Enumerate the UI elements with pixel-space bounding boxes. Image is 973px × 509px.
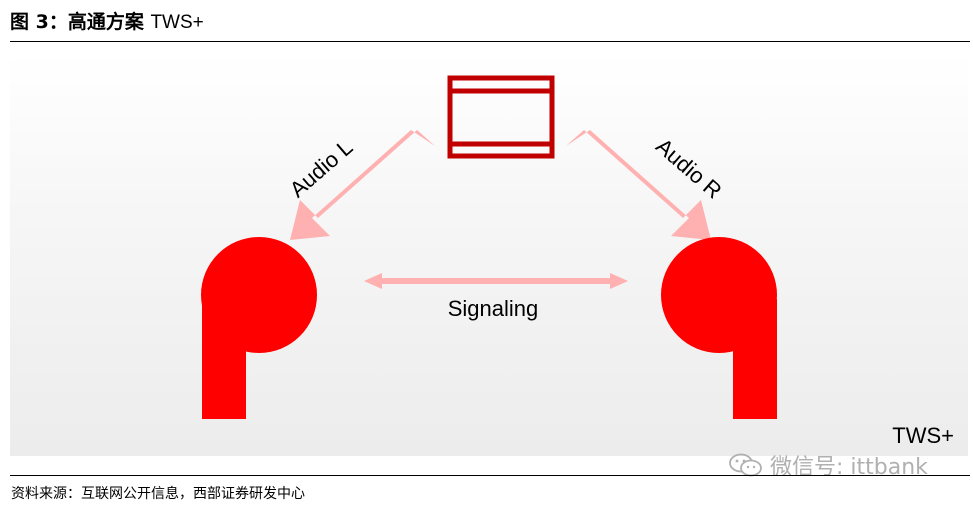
signaling-label: Signaling bbox=[448, 296, 539, 321]
figure-title-prefix: 图 3：高通方案 bbox=[10, 11, 151, 33]
wechat-icon bbox=[729, 453, 762, 477]
wechat-watermark: 微信号: ittbank bbox=[728, 449, 928, 481]
phone-device bbox=[447, 75, 555, 159]
diagram-canvas: Audio L Audio R Signaling TWS+ bbox=[201, 75, 954, 448]
source-note: 资料来源：互联网公开信息，西部证券研发中心 bbox=[11, 486, 305, 502]
audio-right-label: Audio R bbox=[651, 133, 726, 203]
signaling-arrow bbox=[364, 273, 628, 289]
watermark-text: 微信号: ittbank bbox=[770, 455, 928, 480]
right-earbud bbox=[661, 237, 777, 419]
figure-title: 图 3：高通方案 TWS+ bbox=[10, 7, 204, 34]
top-rule bbox=[10, 41, 970, 42]
audio-right-arrow bbox=[566, 130, 711, 240]
figure-title-suffix: TWS+ bbox=[150, 12, 204, 33]
diagram-panel: Audio L Audio R Signaling TWS+ bbox=[10, 54, 968, 456]
audio-left-arrow bbox=[290, 130, 435, 240]
left-earbud bbox=[201, 237, 317, 419]
tws-plus-corner-label: TWS+ bbox=[892, 423, 954, 448]
bottom-rule bbox=[10, 475, 970, 476]
